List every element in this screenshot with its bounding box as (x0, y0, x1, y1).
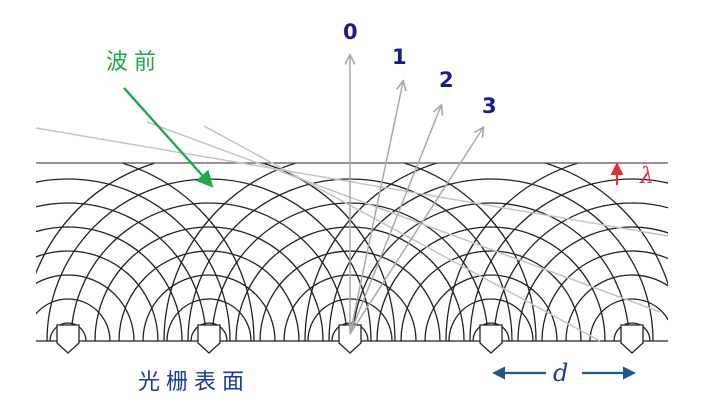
wavelet-arc (541, 250, 668, 341)
wavelet-arc (613, 322, 651, 341)
slit-marker (56, 324, 80, 354)
wavefront-label: 波前 (106, 50, 163, 75)
wavelet-arc (328, 178, 654, 341)
slit-marker (197, 324, 221, 354)
wavelet-arc (400, 250, 582, 341)
wavelet-arc (119, 163, 255, 341)
grating-slits (56, 324, 644, 354)
wavelet-arc (36, 298, 111, 341)
wavefront-arrow (123, 87, 214, 188)
wavelet-arc (36, 226, 183, 341)
wavelet-arc (49, 322, 87, 341)
wavelet-arc (493, 202, 668, 341)
wavelet-arc (469, 178, 668, 341)
order-0-label: 0 (343, 20, 358, 44)
incident-rays (35, 121, 669, 342)
slit-marker (620, 324, 644, 354)
diffraction-rays (349, 56, 483, 335)
wavelet-arc (190, 322, 228, 341)
slit-marker (338, 324, 362, 354)
slit-marker (479, 324, 503, 354)
order-2-label: 2 (439, 68, 454, 92)
wavelet-arc (36, 250, 159, 341)
wavelet-arc (445, 163, 581, 341)
wavelet-arc (517, 226, 668, 341)
wavelet-arc (376, 226, 606, 341)
order-1-ray (349, 82, 403, 335)
wavelet-arc (94, 226, 324, 341)
wavelength-label: λ (640, 164, 654, 189)
wavelet-arc (166, 298, 252, 341)
order-1-label: 1 (392, 45, 407, 69)
order-2-ray (349, 106, 441, 335)
wavelet-arc (118, 250, 300, 341)
wavelet-arc (472, 322, 510, 341)
wavelet-arc (424, 274, 558, 341)
wavelet-arc (589, 298, 668, 341)
grating-surface-label: 光栅表面 (138, 370, 251, 395)
period-label: d (553, 359, 569, 387)
wavelet-arc (565, 274, 668, 341)
order-3-label: 3 (482, 94, 497, 118)
order-3-ray (349, 128, 483, 335)
wavelet-arc (448, 298, 534, 341)
wavelet-arc (36, 274, 135, 341)
wavelet-arc (36, 178, 231, 341)
wavelet-arc (142, 274, 276, 341)
wavelet-arc (36, 202, 207, 341)
